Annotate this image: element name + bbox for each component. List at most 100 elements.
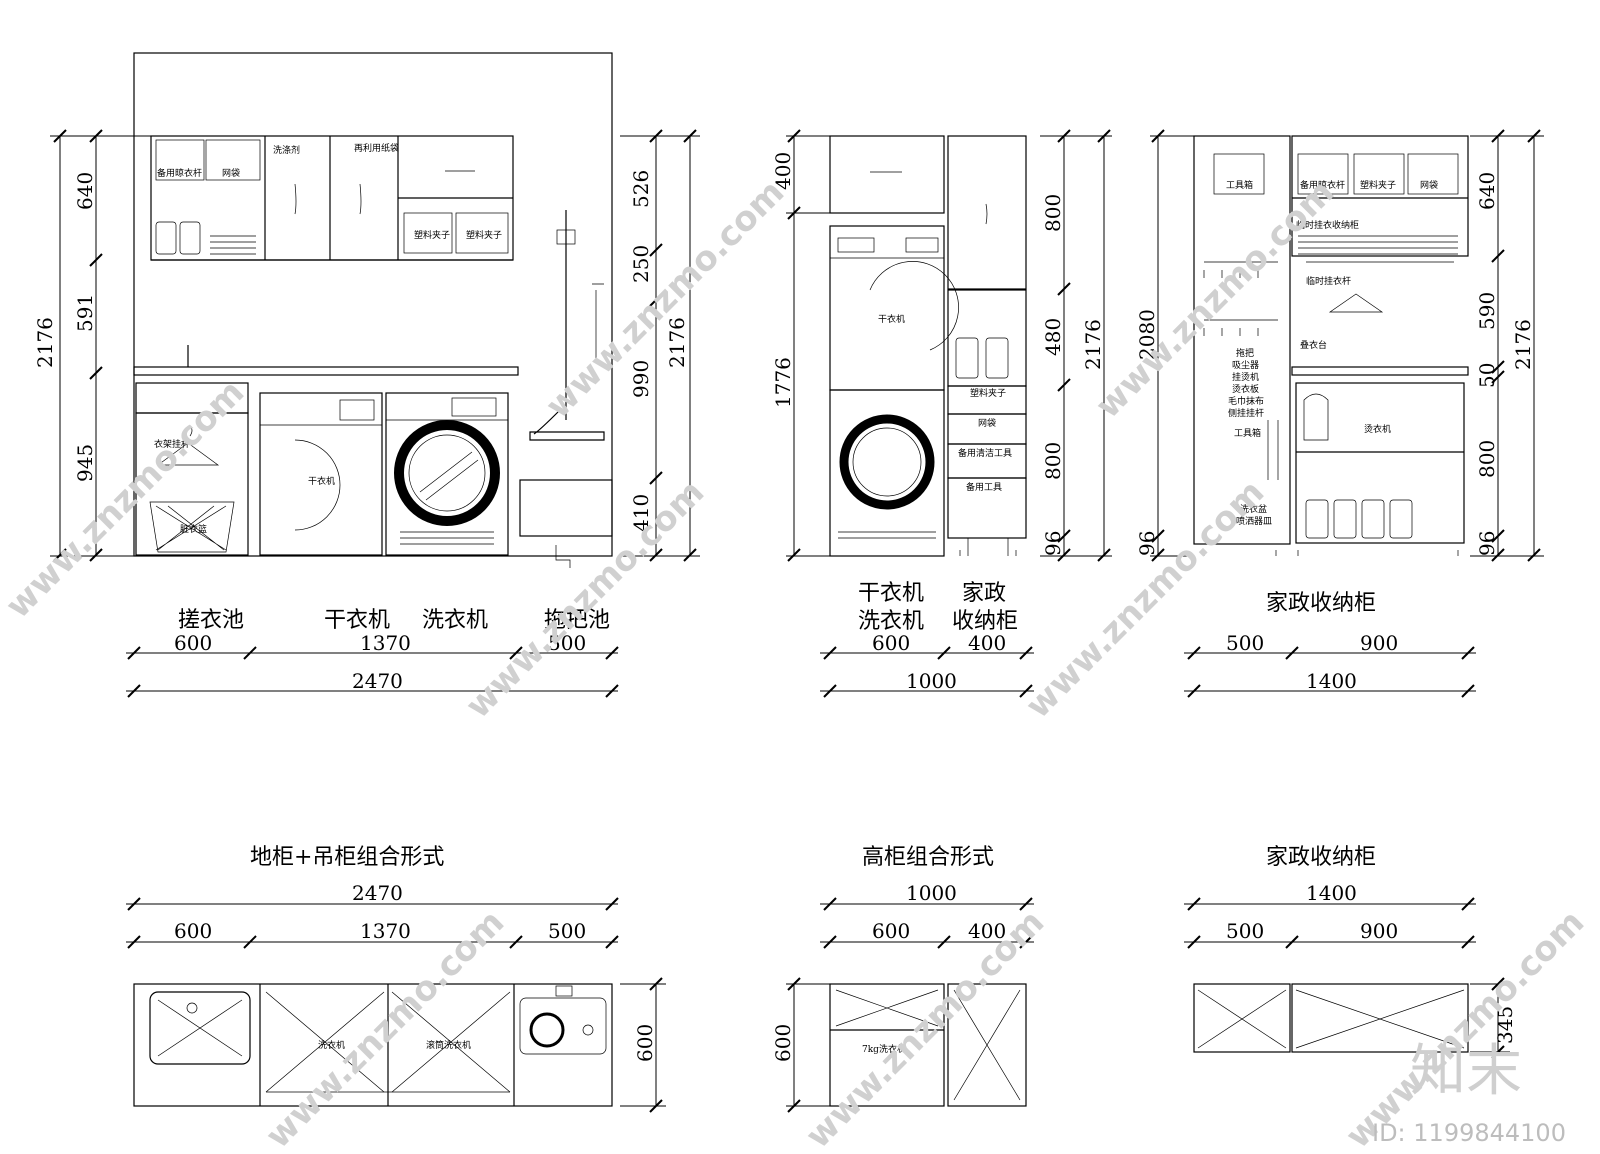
elevation1-bottom-dimensions: 搓衣池 干衣机 洗衣机 拖把池 600 1370 500 2470 — [126, 608, 619, 698]
dim-50: 50 — [1475, 363, 1499, 388]
dim-990: 990 — [629, 360, 653, 398]
watermark-site-7: www.znzmo.com — [798, 902, 1052, 1154]
name-washer: 洗衣机 — [422, 608, 488, 633]
plan2-total: 1000 — [906, 881, 957, 905]
plan3-title: 家政收纳柜 — [1266, 845, 1376, 870]
name-housekeeping-cabinet: 家政收纳柜 — [1266, 591, 1376, 616]
elevation2-labels: 干衣机 塑料夹子 网袋 备用清洁工具 备用工具 — [878, 313, 1012, 493]
plan1-label-washer: 洗衣机 — [318, 1039, 345, 1051]
dim-800-e3: 800 — [1475, 440, 1499, 478]
width-500: 500 — [548, 631, 586, 655]
name-mop-sink: 拖把池 — [544, 608, 610, 633]
dim-591: 591 — [73, 294, 97, 332]
plan1-depth: 600 — [633, 1024, 657, 1062]
label-dryer-2: 干衣机 — [878, 313, 905, 325]
plan2-w400: 400 — [968, 919, 1006, 943]
width-1000-e2: 1000 — [906, 669, 957, 693]
name-dryer-e2: 干衣机 — [858, 581, 924, 606]
mop-sink — [519, 479, 613, 537]
plan-base-wall-cabinet: 地柜+吊柜组合形式 2470 600 1370 500 洗衣机 滚筒洗衣机 60… — [126, 845, 666, 1113]
dim-1776: 1776 — [771, 357, 795, 408]
label-ironboard: 烫衣板 — [1232, 383, 1259, 395]
label-steamer: 挂烫机 — [1232, 371, 1259, 383]
dim-410: 410 — [629, 494, 653, 532]
image-id: ID: 1199844100 — [1372, 1119, 1566, 1147]
label-detergent: 洗涤剂 — [273, 144, 300, 156]
label-clip-e3: 塑料夹子 — [1360, 179, 1396, 191]
plan3-total: 1400 — [1306, 881, 1357, 905]
plan1-total: 2470 — [352, 881, 403, 905]
width-1370: 1370 — [360, 631, 411, 655]
label-reusable-bag: 再利用纸袋 — [354, 142, 399, 154]
plan2-label-washer: 7kg洗衣机 — [862, 1043, 906, 1055]
dim-526: 526 — [629, 170, 653, 208]
label-tools-e3: 工具箱 — [1234, 427, 1261, 439]
label-fold: 叠衣台 — [1300, 339, 1327, 351]
plan3-w900: 900 — [1360, 919, 1398, 943]
label-netbag-e3: 网袋 — [1420, 179, 1438, 191]
elevation3-dimensions: 2080 96 640 590 50 800 96 2176 — [1135, 129, 1544, 562]
width-600-e2: 600 — [872, 631, 910, 655]
dim-96: 96 — [1041, 531, 1065, 556]
label-basin: 洗衣盆 — [1240, 503, 1267, 515]
elevation-laundry-combo — [133, 52, 613, 568]
label-dryer: 干衣机 — [308, 475, 335, 487]
label-tools-e2: 备用工具 — [966, 481, 1002, 493]
brand-logo: 知末 — [1410, 1039, 1522, 1104]
plan1-label-drum: 滚筒洗衣机 — [426, 1039, 471, 1051]
dim-2176-e2: 2176 — [1081, 319, 1105, 370]
dim-590: 590 — [1475, 292, 1499, 330]
dim-2176-right: 2176 — [665, 317, 689, 368]
dim-96-e3r: 96 — [1475, 531, 1499, 556]
dim-2176: 2176 — [33, 317, 57, 368]
dim-2176-e3: 2176 — [1511, 319, 1535, 370]
dim-250: 250 — [629, 245, 653, 283]
label-net-bag: 网袋 — [222, 167, 240, 179]
plan1-w600: 600 — [174, 919, 212, 943]
plan1-w1370: 1370 — [360, 919, 411, 943]
label-spare-e3: 备用晾衣杆 — [1300, 179, 1345, 191]
dim-640: 640 — [73, 172, 97, 210]
watermark-site-4: www.znzmo.com — [458, 472, 712, 726]
label-net-bag-e2: 网袋 — [978, 417, 996, 429]
elevation1-left-dimensions: 640 591 945 2176 — [33, 129, 152, 562]
label-towel: 毛巾抹布 — [1228, 395, 1264, 407]
dim-945: 945 — [73, 444, 97, 482]
elevation2-bottom-dimensions: 干衣机 家政 洗衣机 收纳柜 600 400 1000 — [820, 581, 1034, 698]
label-basket: 脏衣篮 — [180, 523, 207, 535]
width-900-e3: 900 — [1360, 631, 1398, 655]
plan-tall-cabinet: 高柜组合形式 1000 600 400 7kg洗衣机 600 — [771, 845, 1034, 1113]
plan2-depth: 600 — [771, 1024, 795, 1062]
dim-2080: 2080 — [1135, 309, 1159, 360]
width-1400-e3: 1400 — [1306, 669, 1357, 693]
watermark-site-5: www.znzmo.com — [1018, 472, 1272, 726]
width-2470: 2470 — [352, 669, 403, 693]
label-cleaning: 备用清洁工具 — [958, 447, 1012, 459]
label-temp-store: 临时挂衣收纳柜 — [1296, 219, 1359, 231]
name-storage: 收纳柜 — [952, 609, 1018, 634]
name-washer-e2: 洗衣机 — [858, 609, 924, 634]
plan3-depth: 345 — [1493, 1006, 1517, 1044]
label-spray: 喷洒器皿 — [1236, 515, 1272, 527]
dim-800b: 800 — [1041, 442, 1065, 480]
watermark-site-3: www.znzmo.com — [0, 372, 252, 626]
countertop — [133, 366, 519, 376]
elevation1-labels: 备用晾衣杆 网袋 洗涤剂 再利用纸袋 塑料夹子 塑料夹子 衣架挂杆 脏衣篮 干衣… — [154, 142, 502, 535]
label-iron: 烫衣机 — [1364, 423, 1391, 435]
label-vacuum: 吸尘器 — [1232, 360, 1259, 371]
dim-400: 400 — [771, 152, 795, 190]
label-spare-clothes: 备用晾衣杆 — [157, 167, 202, 179]
label-clip-2: 塑料夹子 — [466, 229, 502, 241]
plan1-w500: 500 — [548, 919, 586, 943]
label-side-rod: 侧挂挂杆 — [1228, 407, 1264, 419]
width-400-e2: 400 — [968, 631, 1006, 655]
label-clip-e2: 塑料夹子 — [970, 387, 1006, 399]
elevation-tall-cabinet — [829, 135, 1027, 557]
plan-housekeeping-cabinet: 家政收纳柜 1400 500 900 345 — [1184, 845, 1517, 1059]
washer — [385, 392, 509, 556]
name-housekeeping: 家政 — [962, 581, 1006, 606]
dryer — [259, 392, 383, 556]
washer-stack-bottom — [829, 389, 945, 557]
elevation3-labels: 工具箱 备用晾衣杆 塑料夹子 网袋 临时挂衣收纳柜 临时挂衣杆 叠衣台 烫衣机 … — [1226, 179, 1438, 527]
plan2-w600: 600 — [872, 919, 910, 943]
